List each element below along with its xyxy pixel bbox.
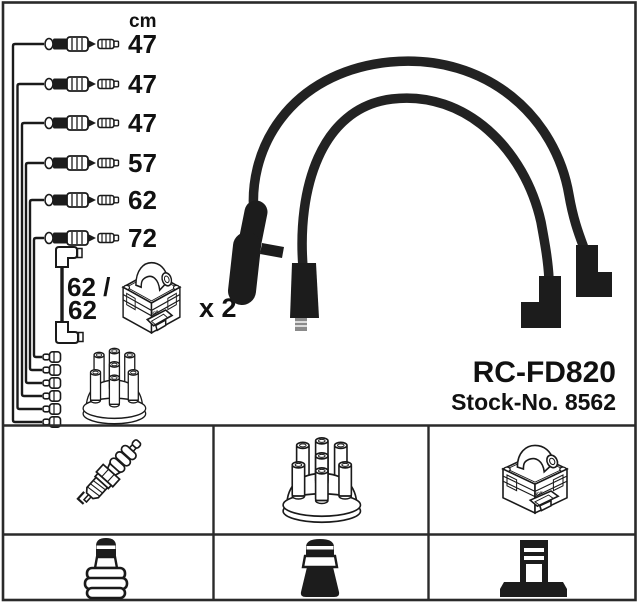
elbow-boot-lower (521, 276, 561, 328)
angled-boot (228, 200, 284, 305)
product-identification: RC-FD820 Stock-No. 8562 (451, 356, 616, 415)
cable-length-label: 62 (128, 185, 157, 215)
coil-cable: 62 / 62 (55, 246, 110, 344)
cable-row-6: 72 (44, 223, 157, 253)
mini-connector-icon (42, 363, 62, 377)
plug-terminal-icon (83, 538, 129, 600)
cable-length-label: 47 (128, 69, 157, 99)
ignition-coil-icon (122, 261, 181, 334)
mini-connector-icon (42, 350, 62, 364)
spark-plug-icon (73, 432, 149, 512)
cable-connector-icon (44, 36, 120, 52)
cable-row-1: 47 (44, 29, 157, 59)
cable-connector-icon (44, 76, 120, 92)
coil-cable-length-label-1: 62 / (67, 272, 110, 302)
cable-length-label: 72 (128, 223, 157, 253)
cable-length-label: 47 (128, 29, 157, 59)
unit-label: cm (129, 11, 156, 32)
ignition-coil-icon (502, 444, 568, 514)
stock-number: Stock-No. 8562 (451, 389, 616, 415)
coil-cable-length-label-2: 62 (68, 295, 97, 325)
elbow-boot-upper (576, 245, 612, 297)
product-photo-cables (228, 56, 612, 331)
legend-cell-spark-plug (73, 432, 149, 512)
coil-terminal-icon (500, 540, 567, 597)
straight-boot (290, 263, 319, 331)
lead-wires (11, 42, 44, 424)
ignition-coil-callout: x 2 (122, 261, 237, 334)
mini-connector-icon (42, 376, 62, 390)
part-number: RC-FD820 (473, 356, 616, 389)
cable-row-5: 62 (44, 185, 157, 215)
distributor-cap-icon (282, 437, 362, 524)
cable-connector-icon (44, 192, 120, 208)
distributor-cap-icon (82, 347, 147, 425)
mini-connector-icon (42, 402, 62, 416)
legend-grid (3, 424, 636, 600)
boot-terminal-icon (300, 539, 340, 597)
cable-inner (297, 93, 554, 284)
mini-connector-icon (42, 389, 62, 403)
cable-connector-icon (44, 115, 120, 131)
cable-length-label: 47 (128, 108, 157, 138)
cable-connector-icon (44, 230, 120, 246)
cable-length-table: cm 47 47 47 57 62 (11, 11, 157, 429)
cable-row-4: 57 (44, 148, 157, 178)
cable-connector-icon (44, 155, 120, 171)
cable-outer (248, 56, 589, 253)
cable-row-3: 47 (44, 108, 157, 138)
distributor-end-connectors (42, 350, 62, 429)
cable-length-label: 57 (128, 148, 157, 178)
cable-row-2: 47 (44, 69, 157, 99)
